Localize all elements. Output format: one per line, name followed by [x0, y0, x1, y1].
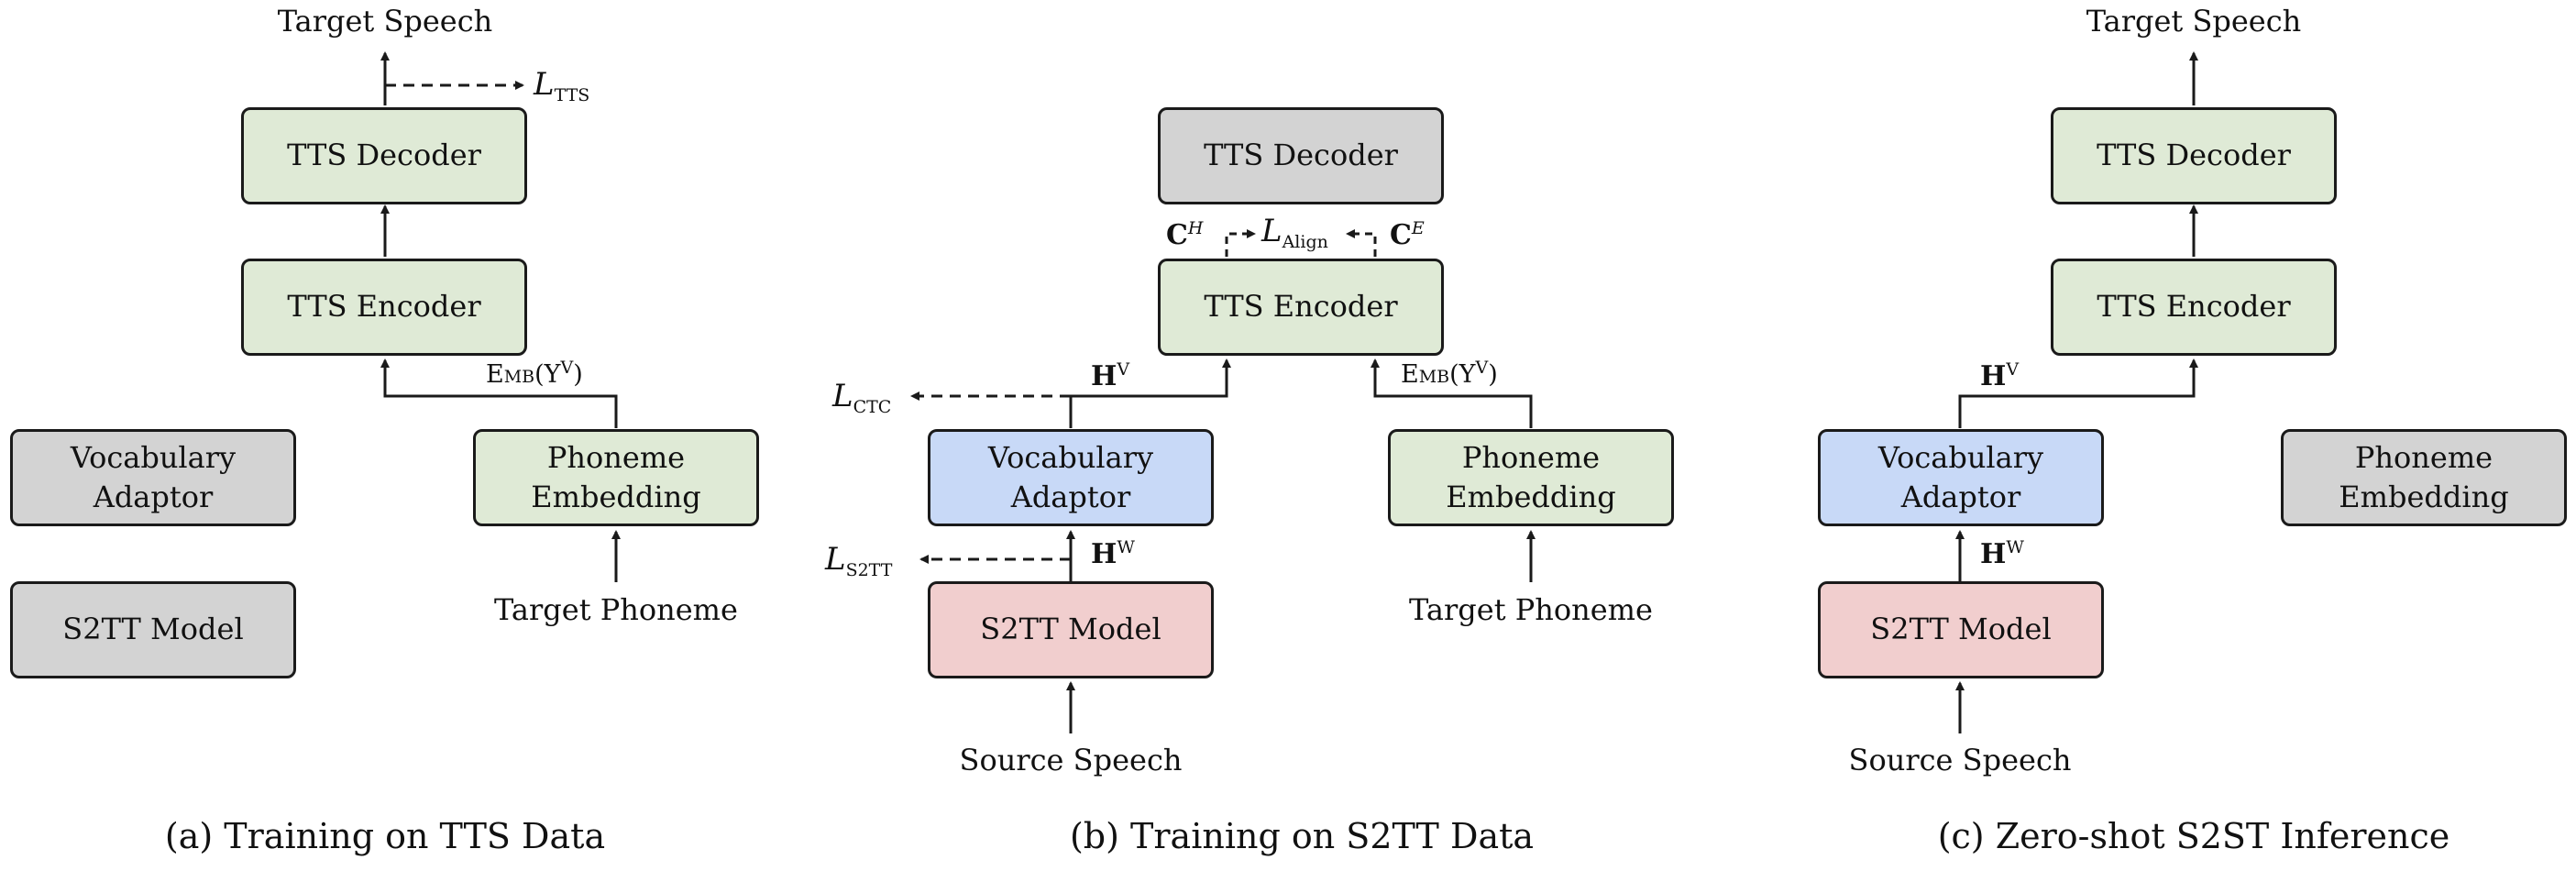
arrow-c-adaptor-to-encoder: [1958, 358, 2198, 428]
panel-a-tts-encoder: TTS Encoder: [241, 259, 527, 356]
panel-b-caption: (b) Training on S2TT Data: [1069, 816, 1535, 856]
panel-b-ctc-loss-label: LCTC: [832, 378, 892, 417]
panel-c-phoneme-embedding: Phoneme Embedding: [2281, 429, 2567, 526]
panel-a-phoneme-embedding: Phoneme Embedding: [473, 429, 759, 526]
dashed-arrow-b-ce-to-align: [1346, 229, 1377, 257]
panel-a-caption: (a) Training on TTS Data: [164, 816, 606, 856]
panel-b-align-loss-label: LAlign: [1261, 213, 1328, 252]
panel-a-emb-label: Emb(YV): [486, 358, 583, 389]
panel-c-s2tt-model: S2TT Model: [1818, 581, 2104, 678]
panel-b-hv-label: HV: [1091, 359, 1130, 392]
arrow-a-phoneme-to-encoder: [380, 358, 618, 428]
panel-c-target-speech-label: Target Speech: [2086, 4, 2302, 39]
panel-b-ce-label: CE: [1390, 218, 1425, 251]
panel-c-tts-decoder: TTS Decoder: [2051, 107, 2337, 204]
panel-a-s2tt-model: S2TT Model: [10, 581, 296, 678]
panel-a-target-speech-label: Target Speech: [277, 4, 493, 39]
panel-b-source-speech-label: Source Speech: [959, 743, 1183, 777]
panel-b-s2tt-loss-label: LS2TT: [825, 541, 893, 580]
panel-b-phoneme-embedding: Phoneme Embedding: [1388, 429, 1674, 526]
panel-c-caption: (c) Zero-shot S2ST Inference: [1937, 816, 2450, 856]
panel-b-hw-label: HW: [1091, 537, 1135, 570]
panel-c-hw-label: HW: [1980, 537, 2024, 570]
panel-c-hv-label: HV: [1980, 359, 2020, 392]
panel-b-target-phoneme-label: Target Phoneme: [1409, 592, 1653, 627]
panel-c-tts-encoder: TTS Encoder: [2051, 259, 2337, 356]
panel-a-tts-loss-label: LTTS: [534, 66, 590, 105]
arrow-b-adaptor-to-encoder: [1069, 358, 1231, 428]
panel-b-tts-encoder: TTS Encoder: [1158, 259, 1444, 356]
panel-c-source-speech-label: Source Speech: [1848, 743, 2072, 777]
panel-b-tts-decoder: TTS Decoder: [1158, 107, 1444, 204]
arrow-b-phoneme-to-encoder: [1371, 358, 1533, 428]
panel-b-vocabulary-adaptor: Vocabulary Adaptor: [928, 429, 1214, 526]
panel-c-vocabulary-adaptor: Vocabulary Adaptor: [1818, 429, 2104, 526]
panel-b-ch-label: CH: [1166, 218, 1204, 251]
panel-a-target-phoneme-label: Target Phoneme: [494, 592, 738, 627]
panel-a-tts-decoder: TTS Decoder: [241, 107, 527, 204]
panel-a-vocabulary-adaptor: Vocabulary Adaptor: [10, 429, 296, 526]
panel-b-s2tt-model: S2TT Model: [928, 581, 1214, 678]
dashed-arrow-b-ch-to-align: [1225, 229, 1256, 257]
panel-b-emb-label: Emb(YV): [1401, 358, 1498, 389]
